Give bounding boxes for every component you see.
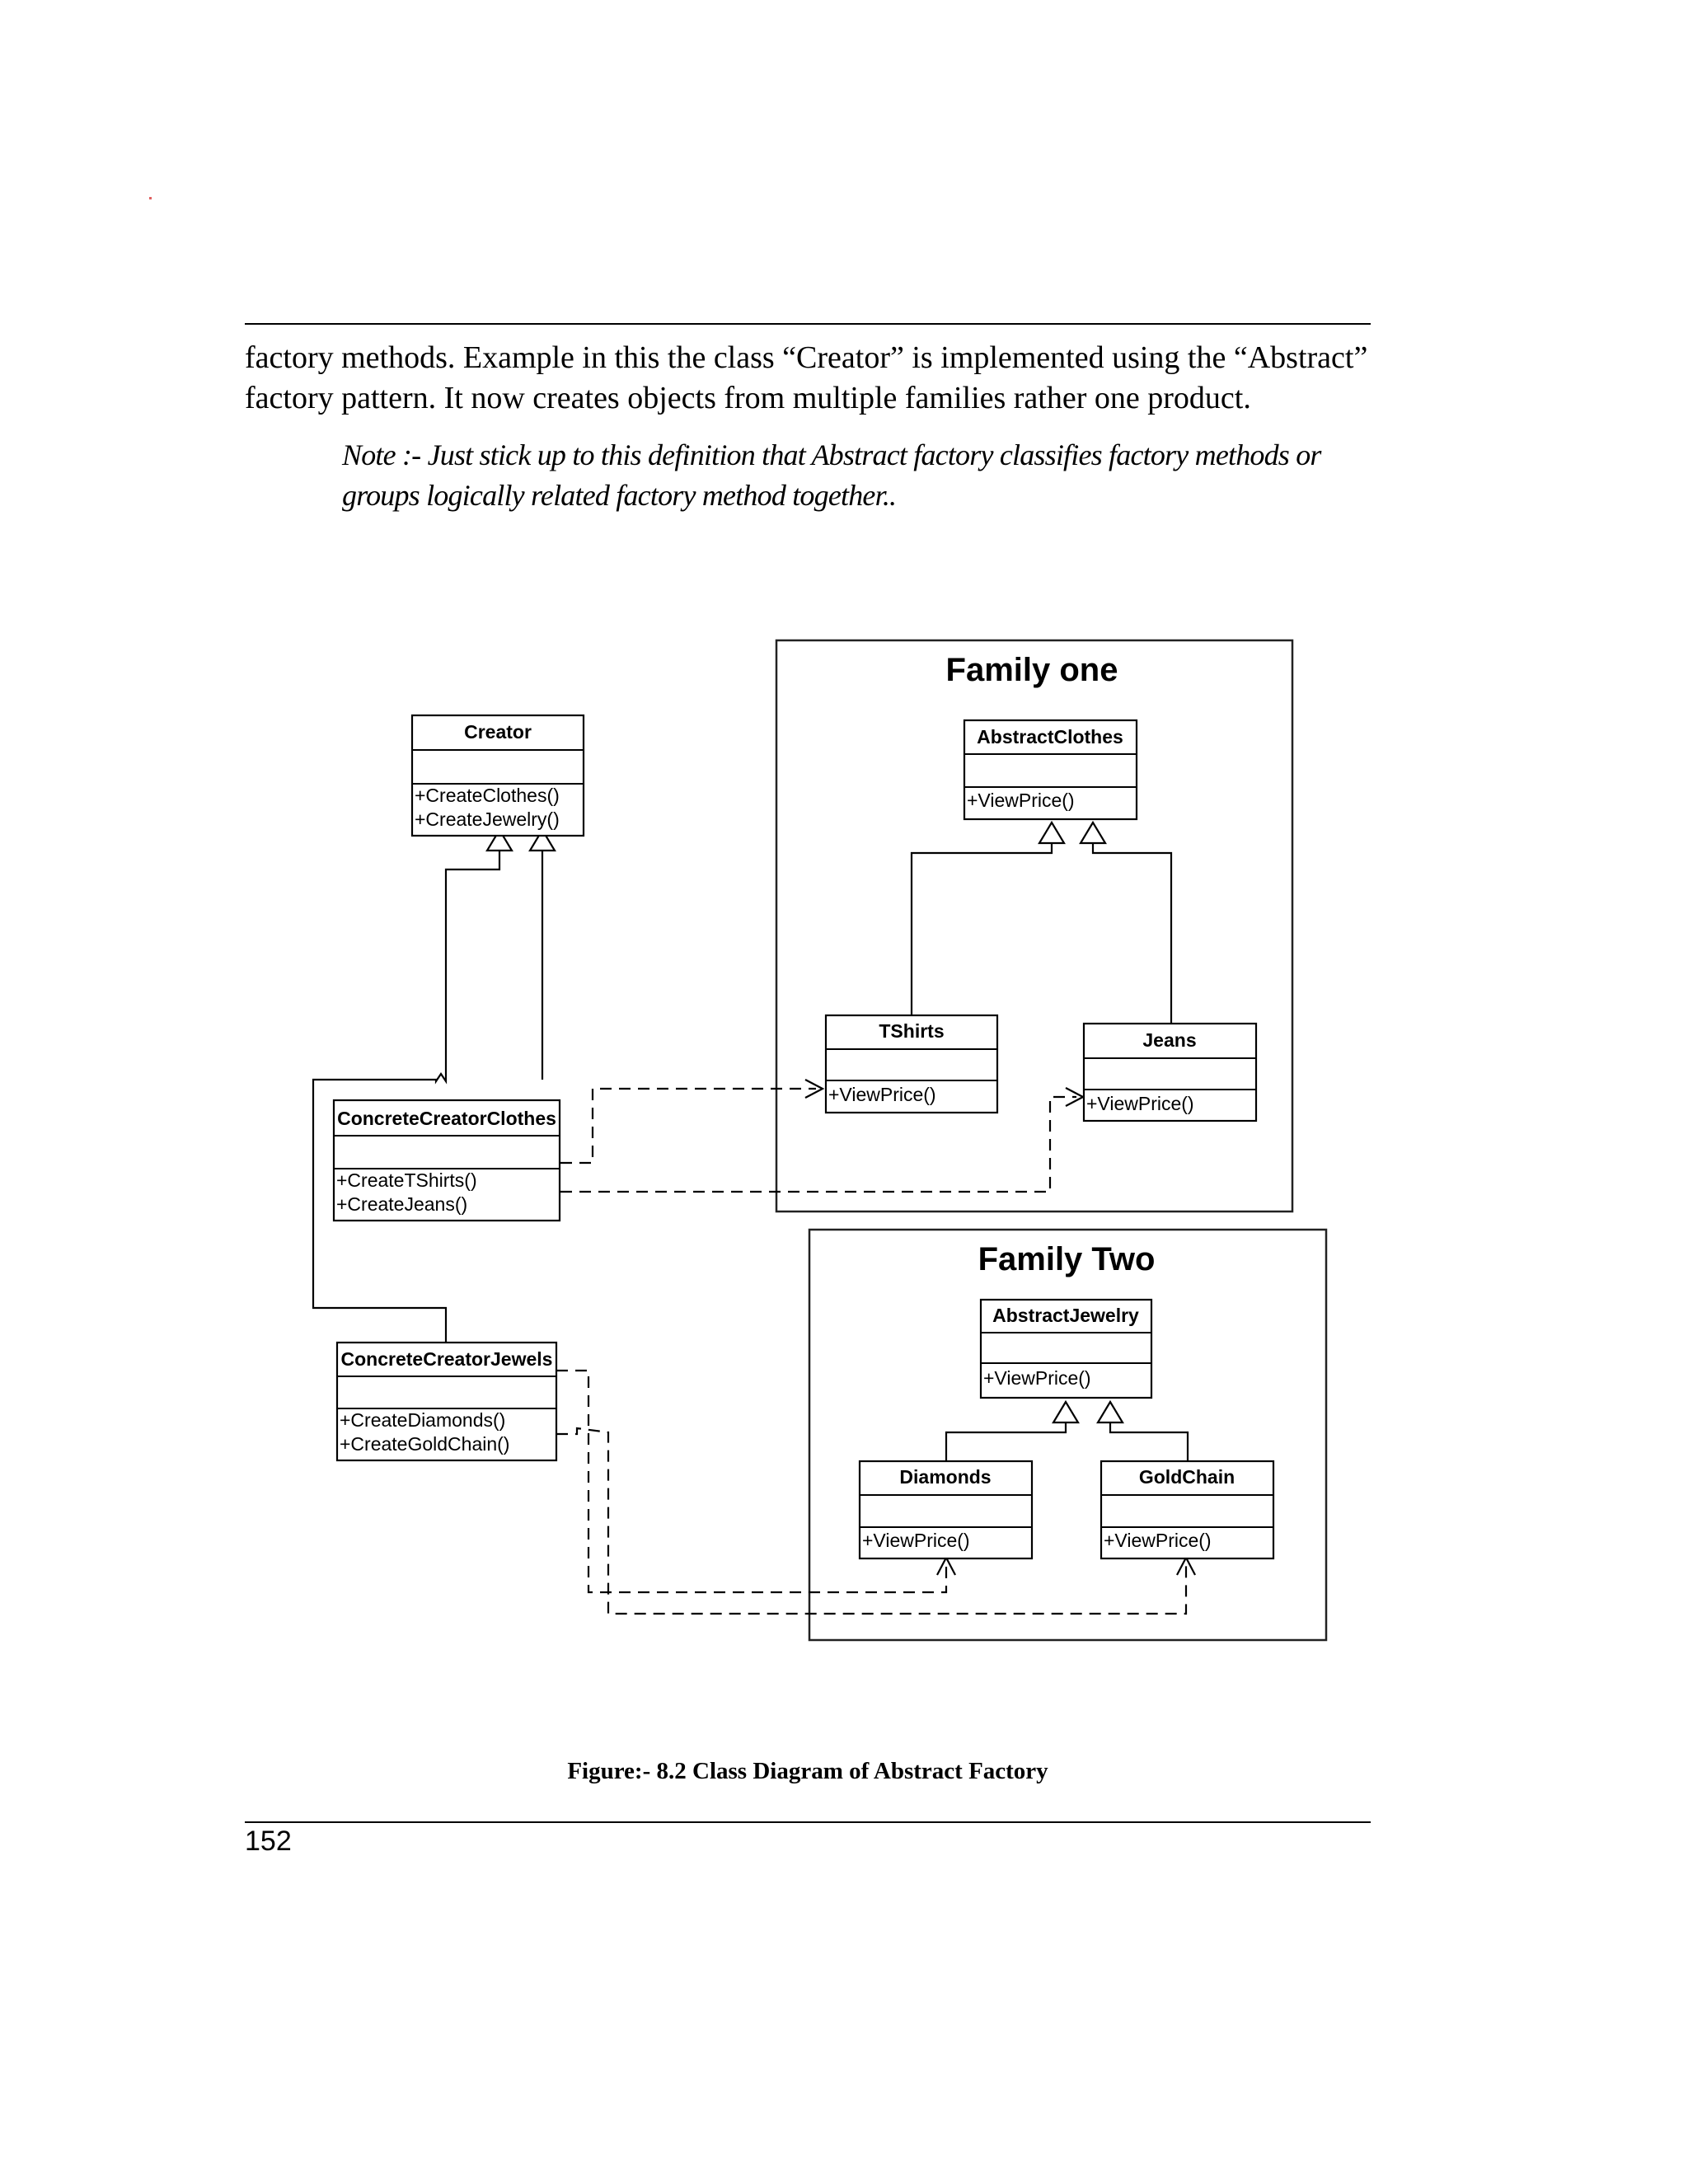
triangle-icon — [1038, 820, 1066, 845]
class-name: AbstractClothes — [977, 726, 1123, 748]
page-number: 152 — [245, 1825, 292, 1857]
arrow-icon — [804, 1079, 825, 1099]
header-rule — [245, 323, 1371, 325]
class-abstract-jewelry: AbstractJewelry +ViewPrice() — [979, 1298, 1153, 1399]
class-name: Jeans — [1142, 1029, 1196, 1051]
figure-caption: Figure:- 8.2 Class Diagram of Abstract F… — [567, 1758, 1048, 1784]
triangle-icon — [528, 827, 556, 852]
class-name: ConcreteCreatorClothes — [337, 1108, 556, 1129]
family-two-package: Family Two — [808, 1228, 1328, 1642]
family-one-package: Family one — [775, 639, 1294, 1213]
note-line-1: Note :- Just stick up to this definition… — [342, 438, 1321, 471]
note-line-2: groups logically related factory method … — [342, 479, 897, 512]
edge-clothes-to-tshirts — [560, 1087, 816, 1165]
family-two-title: Family Two — [978, 1241, 1156, 1277]
footer-rule — [245, 1821, 1371, 1823]
class-jeans: Jeans +ViewPrice() — [1082, 1022, 1258, 1122]
edge-jewels-to-goldchain — [556, 1427, 1188, 1615]
inheritance-lines — [312, 843, 1189, 1461]
edge-jeans-to-abstractclothes — [1091, 843, 1173, 1024]
edge-clothes-to-jeans — [560, 1095, 1076, 1193]
method: +ViewPrice() — [862, 1530, 970, 1551]
class-name: AbstractJewelry — [992, 1305, 1139, 1326]
class-tshirts: TShirts +ViewPrice() — [824, 1014, 999, 1114]
class-concrete-creator-clothes: ConcreteCreatorClothes +CreateTShirts() … — [332, 1099, 561, 1222]
method: +ViewPrice() — [983, 1367, 1091, 1389]
class-diamonds: Diamonds +ViewPrice() — [858, 1460, 1034, 1560]
edge-clothes-to-creator — [444, 851, 501, 1080]
method: +CreateTShirts() — [336, 1169, 477, 1191]
class-gold-chain: GoldChain +ViewPrice() — [1100, 1460, 1275, 1560]
triangle-icon — [1096, 1399, 1124, 1424]
edge-jewels-to-creator — [312, 1072, 448, 1343]
method: +CreateJewelry() — [415, 808, 560, 830]
class-name: TShirts — [879, 1020, 944, 1042]
triangle-icon — [485, 827, 513, 852]
class-creator: Creator +CreateClothes() +CreateJewelry(… — [410, 714, 585, 837]
method: +CreateClothes() — [415, 785, 560, 806]
paragraph-line-1: factory methods. Example in this the cla… — [245, 340, 1368, 375]
class-name: Diamonds — [899, 1466, 991, 1488]
inheritance-triangles — [485, 820, 1124, 1424]
method: +ViewPrice() — [967, 790, 1075, 811]
method: +CreateDiamonds() — [340, 1409, 505, 1431]
class-name: Creator — [464, 721, 532, 743]
class-concrete-creator-jewels: ConcreteCreatorJewels +CreateDiamonds() … — [335, 1341, 558, 1462]
edge-goldchain-to-abstractjewelry — [1109, 1422, 1189, 1461]
edge-tshirts-to-abstractclothes — [910, 843, 1053, 1016]
triangle-icon — [1052, 1399, 1080, 1424]
edge-jewels-to-diamonds — [556, 1369, 948, 1594]
method: +ViewPrice() — [1086, 1093, 1194, 1114]
class-name: ConcreteCreatorJewels — [341, 1348, 553, 1370]
triangle-icon — [1079, 820, 1107, 845]
method: +ViewPrice() — [828, 1084, 936, 1105]
class-abstract-clothes: AbstractClothes +ViewPrice() — [963, 719, 1138, 821]
paragraph-line-2: factory pattern. It now creates objects … — [245, 381, 1251, 415]
method: +CreateGoldChain() — [340, 1433, 509, 1455]
family-one-title: Family one — [946, 652, 1118, 688]
stray-mark — [149, 197, 152, 199]
edge-diamonds-to-abstractjewelry — [945, 1422, 1067, 1461]
method: +CreateJeans() — [336, 1193, 467, 1215]
method: +ViewPrice() — [1104, 1530, 1212, 1551]
dependency-lines — [556, 1087, 1188, 1615]
class-name: GoldChain — [1139, 1466, 1235, 1488]
